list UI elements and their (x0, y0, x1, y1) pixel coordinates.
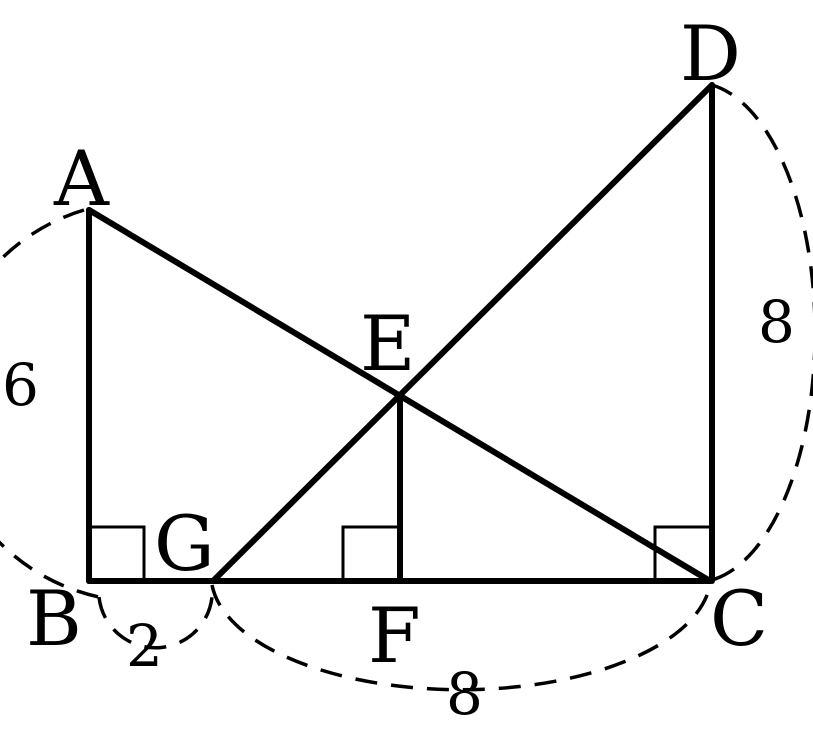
right-angle-f (341, 525, 400, 581)
point-label-c: C (710, 574, 768, 663)
right-angle-c (653, 525, 710, 581)
length-label-dc: 8 (758, 288, 795, 356)
right-angle-b (91, 525, 146, 581)
point-label-a: A (53, 134, 110, 223)
point-label-g: G (154, 499, 215, 588)
point-label-b: B (26, 574, 82, 663)
point-label-d: D (680, 9, 741, 98)
arc-ab (0, 208, 100, 599)
length-label-ab: 6 (2, 351, 39, 419)
arc-gc (210, 584, 712, 692)
arc-bg (97, 584, 215, 650)
length-label-gc: 8 (446, 660, 483, 728)
segment-gd (210, 82, 715, 584)
point-label-f: F (368, 591, 421, 680)
point-label-e: E (360, 299, 415, 388)
length-label-bg: 2 (126, 612, 163, 680)
